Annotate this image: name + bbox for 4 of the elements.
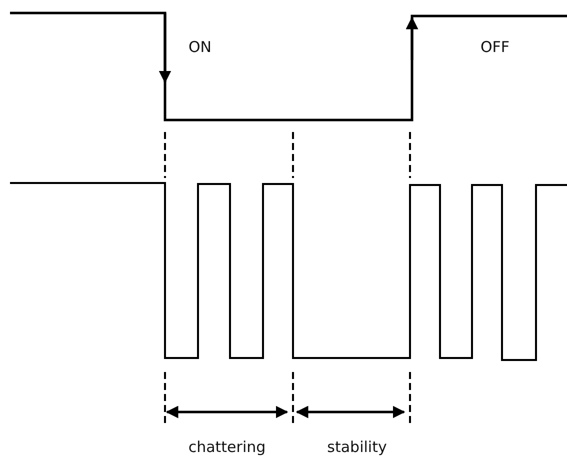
signal-label: OFF <box>480 38 510 56</box>
signal-label: chattering <box>188 438 266 456</box>
signal-label: ON <box>188 38 212 56</box>
signal-label: stability <box>327 438 387 456</box>
